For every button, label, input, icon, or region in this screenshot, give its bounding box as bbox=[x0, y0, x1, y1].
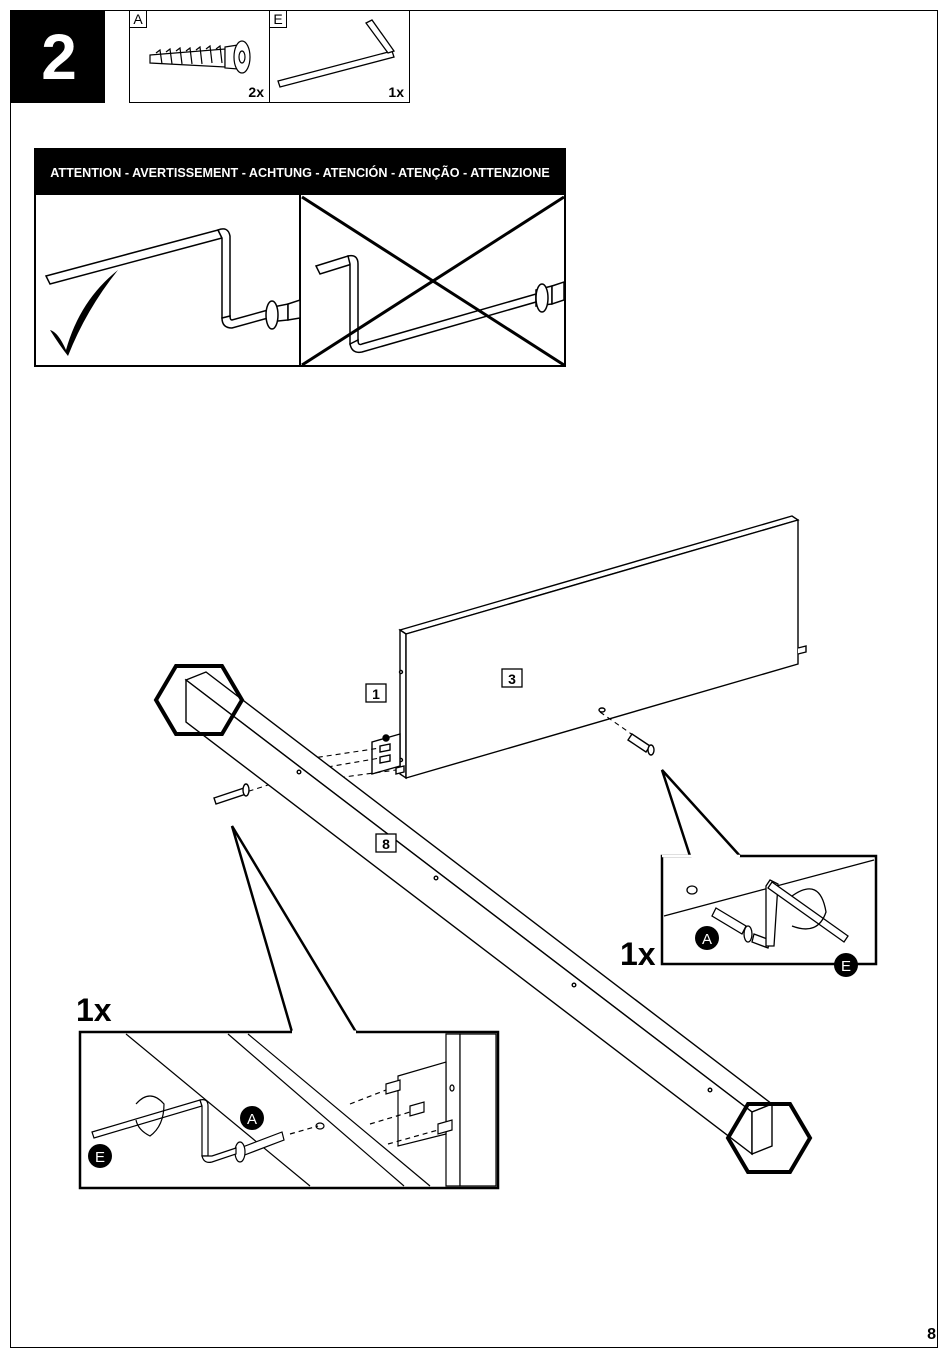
step-number: 2 bbox=[11, 11, 105, 103]
panel-8-label: 8 bbox=[382, 836, 390, 852]
attention-illustrations bbox=[44, 195, 564, 365]
part-e-qty: 1x bbox=[388, 84, 404, 100]
page-frame bbox=[10, 10, 938, 1348]
attention-panel: ATTENTION - AVERTISSEMENT - ACHTUNG - AT… bbox=[34, 148, 566, 367]
cam-screw-icon bbox=[149, 40, 251, 74]
callout-a-left: A bbox=[247, 1111, 257, 1128]
callout-a-right: A bbox=[702, 931, 712, 948]
page-number: 8 bbox=[927, 1326, 936, 1343]
cam-screw-left bbox=[213, 783, 250, 805]
cam-screw-right bbox=[627, 733, 655, 756]
left-detail-callout bbox=[78, 825, 500, 1190]
correct-hex-key-illustration bbox=[44, 228, 301, 330]
callout-a-right-icon bbox=[695, 926, 719, 950]
callout-a-left-icon bbox=[240, 1106, 264, 1130]
right-detail-illustration bbox=[663, 859, 875, 949]
panel-8-beam bbox=[184, 671, 774, 1156]
attention-banner: ATTENTION - AVERTISSEMENT - ACHTUNG - AT… bbox=[36, 150, 564, 195]
callout-e-left-icon bbox=[88, 1144, 112, 1168]
part-a-box: A 2x bbox=[129, 10, 270, 103]
left-detail-qty: 1x bbox=[76, 992, 112, 1028]
cross-icon bbox=[301, 195, 564, 365]
incorrect-hex-key-illustration bbox=[314, 254, 564, 354]
hex-key-icon bbox=[277, 19, 396, 88]
panel-3-label: 3 bbox=[508, 671, 516, 687]
part-a-letter: A bbox=[130, 11, 147, 28]
part-e-box: E 1x bbox=[269, 10, 410, 103]
checkmark-icon bbox=[50, 270, 118, 356]
panel-3 bbox=[398, 515, 807, 780]
hexagon-highlight-icon bbox=[153, 664, 813, 1174]
left-detail-illustration bbox=[91, 1033, 497, 1187]
right-detail-qty: 1x bbox=[620, 936, 656, 972]
panel-1-label: 1 bbox=[372, 686, 380, 702]
panel-1-bracket bbox=[371, 733, 405, 775]
part-e-letter: E bbox=[270, 11, 287, 28]
callout-e-right-icon bbox=[834, 953, 858, 977]
callout-e-right: E bbox=[841, 958, 851, 975]
callout-e-left: E bbox=[95, 1149, 105, 1166]
part-a-qty: 2x bbox=[248, 84, 264, 100]
